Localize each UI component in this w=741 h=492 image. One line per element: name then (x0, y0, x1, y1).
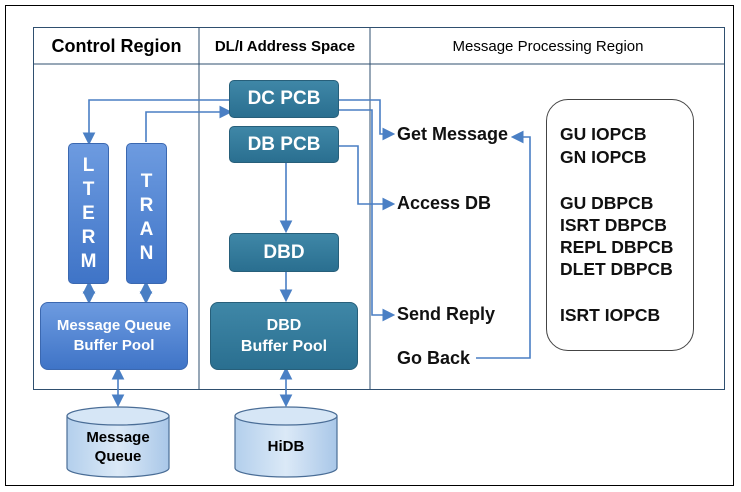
control-region-header: Control Region (51, 35, 182, 56)
message-processing-region-header: Message Processing Region (452, 37, 644, 55)
tran-box: T R A N (126, 143, 167, 284)
message-queue-label: Message Queue (67, 428, 169, 466)
message-queue-line1: Message (86, 429, 150, 446)
send-reply-label: Send Reply (397, 304, 496, 324)
call-gn-iopcb: GN IOPCB (560, 147, 647, 167)
arrow-tran-dcpcb (145, 105, 233, 142)
lterm-letter: E (82, 202, 95, 224)
arrow-goback (476, 130, 531, 359)
dbd-buffer-line2: Buffer Pool (240, 338, 328, 355)
call-isrt-dbpcb: ISRT DBPCB (560, 215, 667, 235)
dli-calls-panel: GU IOPCB GN IOPCB GU DBPCB ISRT DBPCB RE… (546, 99, 694, 351)
lterm-letter: L (82, 154, 95, 176)
go-back-label: Go Back (397, 348, 471, 368)
lterm-letter: M (80, 250, 97, 272)
lterm-letter: R (81, 226, 96, 248)
call-isrt-iopcb: ISRT IOPCB (560, 305, 661, 325)
lterm-letter: T (82, 178, 95, 200)
arrow-dbpcb-accessdb (338, 145, 396, 211)
dbd-buffer-pool-box: DBD Buffer Pool (210, 302, 358, 370)
call-gu-iopcb: GU IOPCB (560, 124, 647, 144)
hidb-label: HiDB (267, 438, 305, 455)
call-dlet-dbpcb: DLET DBPCB (560, 259, 673, 279)
hidb-cylinder (234, 406, 338, 478)
dbd-box: DBD (229, 233, 339, 272)
arrow-dcpcb-lterm (82, 99, 229, 146)
arrow-dcpcb-sendreply (338, 109, 396, 322)
call-gu-dbpcb: GU DBPCB (560, 193, 654, 213)
message-queue-cylinder (66, 406, 170, 478)
message-queue-buffer-pool-box: Message Queue Buffer Pool (40, 302, 188, 370)
diagram-frame (5, 5, 734, 486)
mq-buffer-line2: Buffer Pool (73, 337, 155, 354)
tran-letter: R (139, 195, 154, 216)
tran-letter: A (139, 219, 154, 240)
lterm-box: L T E R M (68, 143, 109, 284)
get-message-label: Get Message (397, 124, 509, 144)
dli-address-space-header: DL/I Address Space (214, 37, 356, 55)
mq-buffer-line1: Message Queue (56, 317, 172, 334)
dc-pcb-box: DC PCB (229, 80, 339, 118)
arrow-dcpcb-getmessage (338, 99, 396, 141)
db-pcb-box: DB PCB (229, 126, 339, 163)
tran-letter: N (139, 243, 154, 264)
tran-letter: T (140, 171, 153, 192)
message-queue-line2: Queue (94, 448, 142, 465)
dbd-buffer-line1: DBD (266, 317, 302, 334)
regions-outline (33, 27, 725, 390)
call-repl-dbpcb: REPL DBPCB (560, 237, 674, 257)
access-db-label: Access DB (397, 193, 492, 213)
